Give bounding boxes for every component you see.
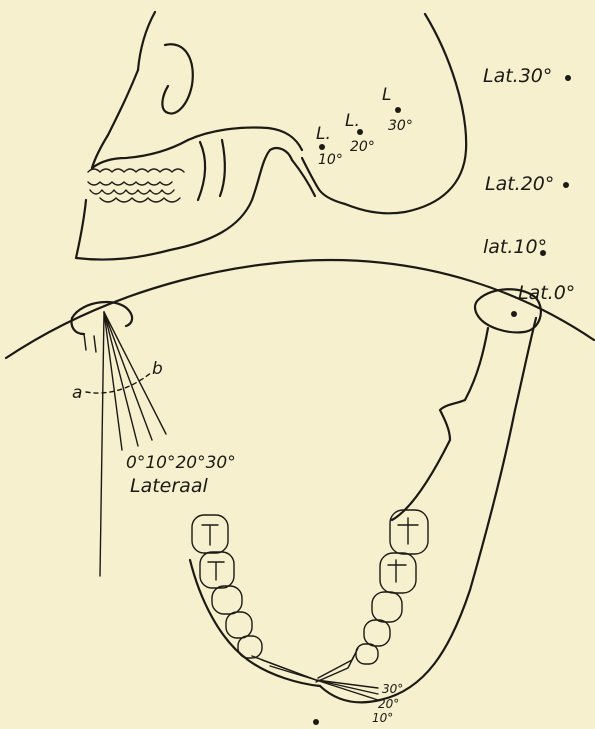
label-lat-20: Lat.20° (485, 173, 554, 195)
lat-20-dot (563, 182, 569, 188)
right-molars (356, 510, 428, 664)
incisal-angle-10: 10° (372, 711, 393, 725)
skull-point-30 (395, 107, 401, 113)
skull-outline (76, 12, 466, 260)
incisal-angle-20: 20° (378, 697, 399, 711)
lat-30-dot (565, 75, 571, 81)
skull-point-30-degree: 30° (388, 118, 413, 134)
label-lateral-angles: 0°10°20°30° (126, 453, 236, 473)
lat-10-dot (540, 250, 546, 256)
skull-point-20-degree: 20° (350, 139, 375, 155)
label-lateraal: Lateraal (130, 475, 208, 497)
right-condyle-point (511, 311, 517, 317)
skull-point-10-letter: L. (316, 124, 331, 144)
left-molars (192, 515, 262, 658)
label-lat-10: lat.10° (483, 236, 547, 258)
label-lat-30: Lat.30° (483, 65, 552, 87)
upper-teeth (88, 169, 184, 185)
mandible-inner-right (392, 328, 488, 520)
reference-arc (6, 260, 594, 358)
mandible-outer-left (190, 560, 320, 686)
mandible-front (320, 686, 380, 702)
skull-point-10 (319, 144, 325, 150)
skull-point-20-letter: L. (345, 111, 360, 131)
left-condyle-detail (72, 302, 167, 576)
lower-teeth (90, 190, 180, 202)
skull-point-10-degree: 10° (318, 152, 343, 168)
incisal-angle-30: 30° (382, 682, 403, 696)
incisal-point (313, 719, 319, 725)
skull-point-30-letter: L (382, 85, 391, 105)
mandible-outer-right (380, 318, 536, 700)
label-a: a (72, 383, 82, 403)
label-b: b (152, 359, 163, 379)
